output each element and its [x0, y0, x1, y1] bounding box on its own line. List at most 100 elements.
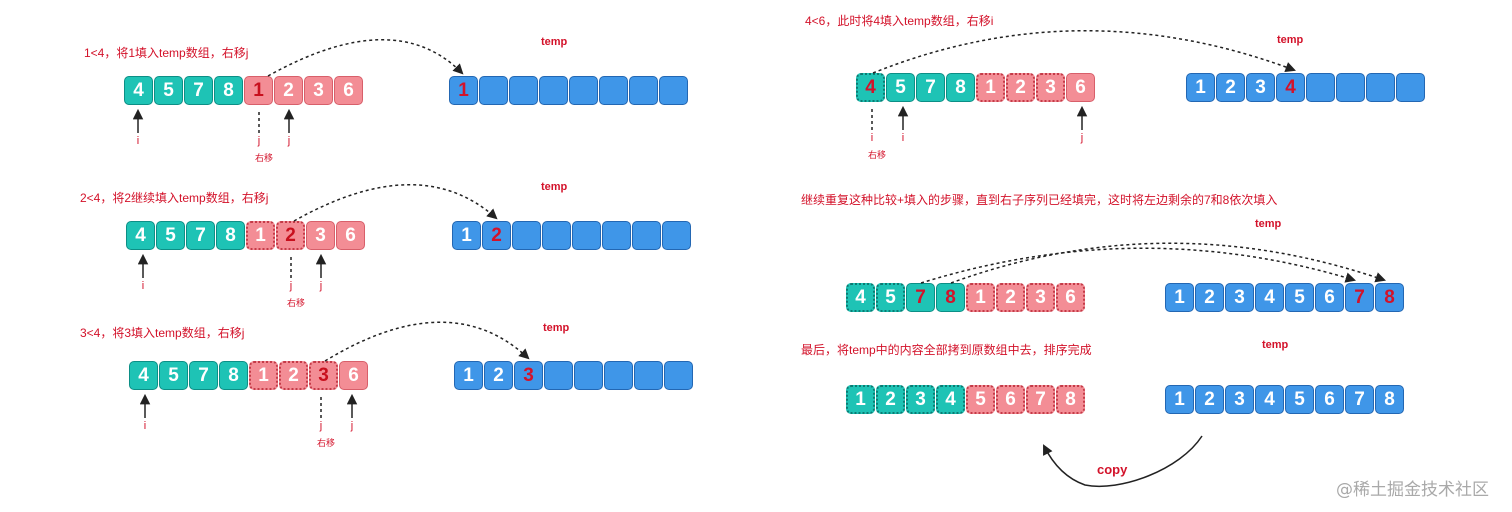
array-cell: 5	[156, 221, 185, 250]
array-cell: 8	[214, 76, 243, 105]
temp-cell: 2	[484, 361, 513, 390]
array-cell: 3	[906, 385, 935, 414]
arrow-line	[872, 30, 1296, 74]
temp-cell: 4	[1255, 283, 1284, 312]
arrow-line	[267, 39, 464, 77]
temp-cell	[1336, 73, 1365, 102]
array-cell: 6	[334, 76, 363, 105]
pointer-label: i	[870, 132, 874, 144]
array-cell: 2	[1006, 73, 1035, 102]
temp-cell	[544, 361, 573, 390]
array-cell: 4	[936, 385, 965, 414]
temp-cell	[574, 361, 603, 390]
temp-cell	[539, 76, 568, 105]
array-cell: 7	[186, 221, 215, 250]
pointer-label: j	[350, 420, 354, 432]
array-cell: 2	[274, 76, 303, 105]
array-cell: 3	[304, 76, 333, 105]
array-cell: 1	[976, 73, 1005, 102]
arrow-line	[293, 184, 498, 222]
array-cell: 2	[276, 221, 305, 250]
temp-cell: 2	[482, 221, 511, 250]
array-cell: 3	[1026, 283, 1055, 312]
copy-label: copy	[1097, 462, 1128, 477]
array-cell: 7	[189, 361, 218, 390]
temp-cell	[1366, 73, 1395, 102]
temp-cell	[509, 76, 538, 105]
temp-cell	[634, 361, 663, 390]
temp-cell: 1	[452, 221, 481, 250]
temp-cell: 8	[1375, 385, 1404, 414]
pointer-label: j	[319, 420, 323, 432]
shift-note: 右移	[316, 438, 335, 448]
array-cell: 3	[306, 221, 335, 250]
array-cell: 6	[1056, 283, 1085, 312]
step-caption: 最后，将temp中的内容全部拷到原数组中去，排序完成	[801, 343, 1092, 357]
array-cell: 7	[184, 76, 213, 105]
temp-cell: 1	[454, 361, 483, 390]
temp-cell	[479, 76, 508, 105]
array-cell: 6	[996, 385, 1025, 414]
array-cell: 4	[846, 283, 875, 312]
array-cell: 1	[249, 361, 278, 390]
temp-cell: 8	[1375, 283, 1404, 312]
array-cell: 5	[154, 76, 183, 105]
array-cell: 7	[1026, 385, 1055, 414]
temp-cell: 1	[1165, 385, 1194, 414]
array-cell: 1	[246, 221, 275, 250]
temp-cell: 3	[1225, 385, 1254, 414]
temp-cell	[659, 76, 688, 105]
pointer-label: j	[1080, 132, 1084, 144]
temp-cell: 3	[1246, 73, 1275, 102]
temp-label: temp	[1255, 218, 1282, 230]
temp-cell: 1	[449, 76, 478, 105]
temp-cell: 6	[1315, 283, 1344, 312]
temp-label: temp	[541, 181, 568, 193]
temp-cell	[542, 221, 571, 250]
temp-cell	[632, 221, 661, 250]
step-caption: 3<4，将3填入temp数组，右移j	[80, 326, 245, 340]
pointer-label: j	[319, 280, 323, 292]
temp-cell: 4	[1255, 385, 1284, 414]
step-caption: 1<4，将1填入temp数组，右移j	[84, 46, 249, 60]
temp-cell: 2	[1195, 385, 1224, 414]
array-cell: 2	[876, 385, 905, 414]
array-cell: 1	[966, 283, 995, 312]
array-cell: 1	[846, 385, 875, 414]
shift-note: 右移	[286, 298, 305, 308]
temp-cell	[604, 361, 633, 390]
arrow-line	[324, 321, 530, 362]
shift-note: 右移	[254, 153, 273, 163]
array-cell: 5	[966, 385, 995, 414]
temp-cell	[569, 76, 598, 105]
temp-cell: 6	[1315, 385, 1344, 414]
array-cell: 8	[219, 361, 248, 390]
temp-cell: 5	[1285, 385, 1314, 414]
pointer-label: i	[901, 132, 905, 144]
array-cell: 6	[1066, 73, 1095, 102]
pointer-label: j	[287, 135, 291, 147]
pointer-label: j	[257, 135, 261, 147]
temp-cell: 1	[1186, 73, 1215, 102]
temp-cell: 5	[1285, 283, 1314, 312]
temp-cell	[664, 361, 693, 390]
shift-note: 右移	[867, 150, 886, 160]
temp-label: temp	[1277, 34, 1304, 46]
temp-label: temp	[541, 36, 568, 48]
array-cell: 5	[876, 283, 905, 312]
pointer-label: i	[141, 280, 145, 292]
temp-cell	[629, 76, 658, 105]
temp-cell	[662, 221, 691, 250]
temp-cell	[1306, 73, 1335, 102]
pointer-label: i	[136, 135, 140, 147]
arrow-line	[950, 242, 1386, 284]
array-cell: 8	[936, 283, 965, 312]
temp-cell: 3	[1225, 283, 1254, 312]
temp-cell: 7	[1345, 385, 1374, 414]
temp-cell	[602, 221, 631, 250]
pointer-label: i	[143, 420, 147, 432]
temp-label: temp	[1262, 339, 1289, 351]
array-cell: 6	[339, 361, 368, 390]
